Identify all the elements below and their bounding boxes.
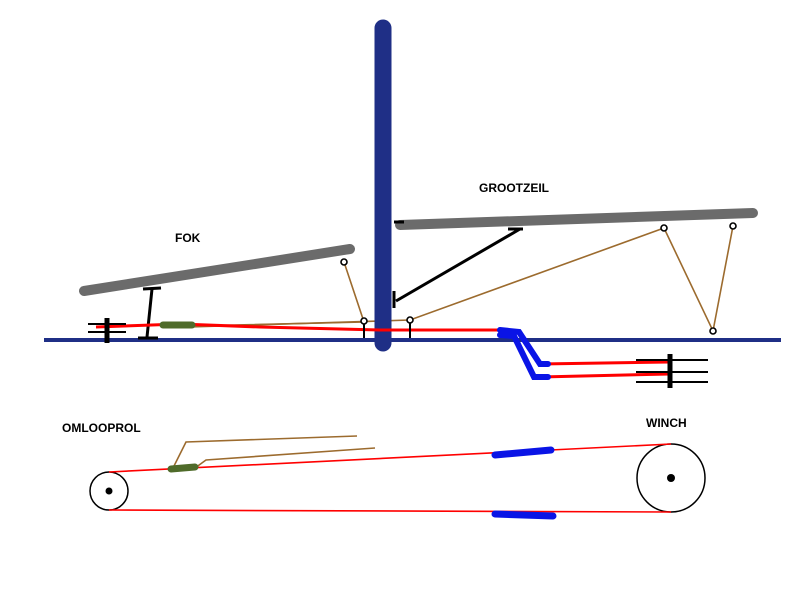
eyelet-main-boom-1 — [660, 224, 668, 232]
brown-tail-lines — [171, 435, 376, 471]
label-winch: WINCH — [646, 416, 687, 430]
right-cleat — [636, 354, 708, 388]
green-connector-loop — [167, 463, 199, 473]
eyelet-mast-right — [406, 316, 414, 324]
eyelet-jib-boom — [340, 258, 348, 266]
jib-boom — [79, 244, 355, 296]
omlooprol-pulley — [89, 471, 129, 511]
blue-tubing-loop — [491, 446, 557, 520]
red-line-deck — [95, 322, 520, 334]
eyelets — [340, 222, 737, 335]
eyelet-main-boom-2 — [729, 222, 737, 230]
jib-boom-strut — [138, 286, 162, 340]
left-cleat — [88, 318, 126, 343]
eyelet-posts — [363, 323, 411, 338]
eyelet-mast-left — [360, 317, 368, 325]
blue-tubing-deck — [497, 327, 551, 380]
red-line-lower-1 — [539, 360, 671, 366]
winch-loop-line — [108, 443, 672, 513]
winch-drum — [636, 443, 706, 513]
label-fok: FOK — [175, 231, 201, 245]
red-line-lower-2 — [539, 372, 671, 379]
brown-control-lines — [189, 225, 734, 334]
label-omlooprol: OMLOOPROL — [62, 421, 141, 435]
eyelet-deck-right — [709, 327, 717, 335]
main-sheet-line — [189, 225, 734, 334]
main-boom — [395, 208, 758, 230]
label-grootzeil: GROOTZEIL — [479, 181, 549, 195]
main-boom-vang — [392, 220, 523, 308]
